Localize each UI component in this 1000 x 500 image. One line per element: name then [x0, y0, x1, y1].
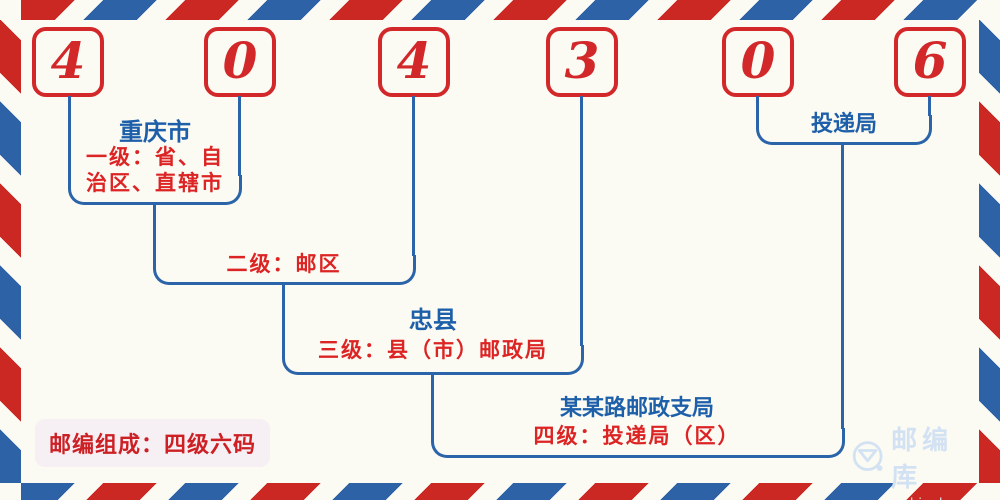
connector-line — [431, 375, 434, 429]
airmail-border-right — [979, 20, 1000, 483]
level1-desc-label: 一级：省、自 治区、直辖市 — [86, 145, 224, 195]
postal-digit-box-2: 0 — [204, 27, 276, 97]
connector-line — [841, 145, 844, 429]
level4-name-label: 某某路邮政支局 — [559, 396, 715, 421]
connector-line — [238, 96, 241, 176]
bracket-level1 — [68, 175, 242, 205]
envelope-circle-icon — [852, 441, 883, 471]
bracket-level4 — [431, 428, 845, 458]
level1-name-label: 重庆市 — [119, 118, 191, 146]
airmail-border-top — [21, 0, 979, 20]
connector-line — [412, 96, 415, 256]
connector-line — [68, 96, 71, 176]
site-url: www.youbianku.com — [850, 495, 987, 500]
connector-line — [756, 96, 759, 116]
connector-line — [153, 205, 156, 256]
postal-digit-box-5: 0 — [722, 27, 794, 97]
bracket-delivery — [756, 115, 932, 145]
airmail-border-bottom — [21, 483, 979, 500]
bracket-level3 — [282, 345, 584, 375]
bracket-level2 — [153, 255, 416, 285]
postal-composition-badge: 邮编组成：四级六码 — [35, 419, 271, 467]
postal-digit-box-4: 3 — [546, 27, 618, 97]
airmail-border-left — [0, 20, 21, 483]
connector-line — [580, 96, 583, 346]
level2-desc-label: 二级：邮区 — [226, 252, 342, 276]
level4-desc-label: 四级：投递局（区） — [533, 424, 741, 448]
site-watermark: 邮编库 www.youbianku.com — [850, 420, 987, 500]
level3-desc-label: 三级：县（市）邮政局 — [318, 338, 548, 362]
site-name: 邮编库 — [891, 426, 954, 493]
connector-line — [928, 96, 931, 116]
delivery-office-label: 投递局 — [810, 112, 878, 137]
connector-line — [282, 285, 285, 346]
level3-name-label: 忠县 — [409, 306, 457, 334]
postal-digit-box-3: 4 — [378, 27, 450, 97]
postal-digit-box-6: 6 — [894, 27, 966, 97]
postal-digit-box-1: 4 — [32, 27, 104, 97]
